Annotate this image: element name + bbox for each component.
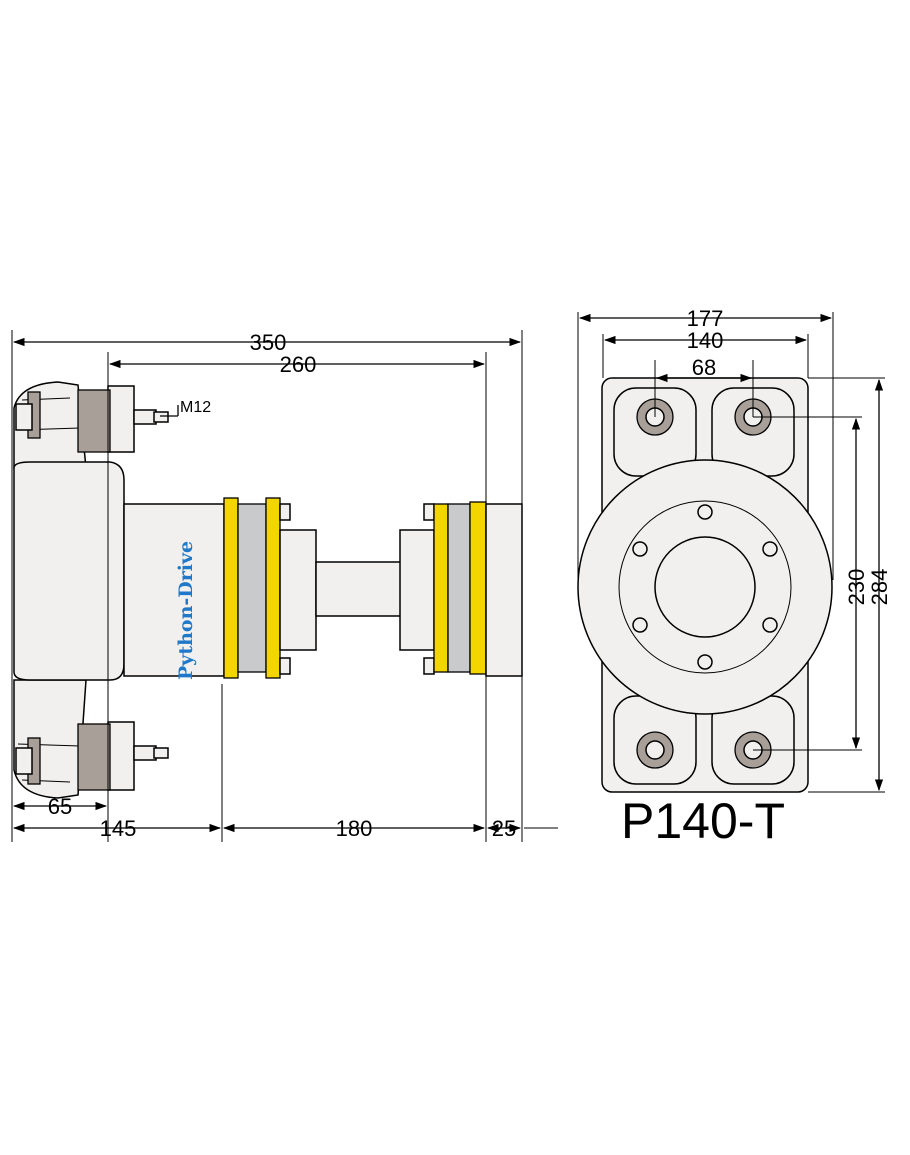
dim-bolt-span-width: 140 xyxy=(687,328,724,353)
brand-label: Python-Drive xyxy=(175,541,197,680)
front-dimension-labels: 177 140 68 230 284 xyxy=(687,306,892,605)
dim-bracket-width: 65 xyxy=(48,794,72,819)
model-label: P140-T xyxy=(621,793,785,849)
coupling-shaft xyxy=(315,561,403,617)
mounting-bolt-bottom-left xyxy=(636,731,674,769)
bolt-circle xyxy=(618,500,792,674)
dim-bolt-span-height: 230 xyxy=(844,569,869,606)
flange-assembly-1 xyxy=(223,497,317,679)
flange-bolt-holes xyxy=(632,504,778,670)
side-view: Python-Drive xyxy=(11,330,558,842)
dim-outer-width: 177 xyxy=(687,306,724,331)
dim-inner-length: 260 xyxy=(280,352,317,377)
dim-overall-length: 350 xyxy=(250,330,287,355)
dim-mount-to-flange: 145 xyxy=(100,816,137,841)
dim-end-offset: 25 xyxy=(492,816,516,841)
front-dimension-lines xyxy=(577,312,885,793)
flange-assembly-2 xyxy=(399,501,523,677)
dim-flange-to-flange: 180 xyxy=(336,816,373,841)
dim-outer-height: 284 xyxy=(867,569,892,606)
upper-bracket xyxy=(13,381,169,469)
lower-bracket xyxy=(13,679,169,799)
dim-bolt-spacing: 68 xyxy=(692,355,716,380)
drive-tube xyxy=(123,503,225,677)
thread-label: M12 xyxy=(180,399,211,416)
front-view: 177 140 68 230 284 P140-T xyxy=(577,306,892,849)
center-bore xyxy=(654,536,756,638)
side-dimension-lines xyxy=(11,330,558,842)
side-dimension-labels: 350 260 65 145 180 25 M12 xyxy=(48,330,516,841)
